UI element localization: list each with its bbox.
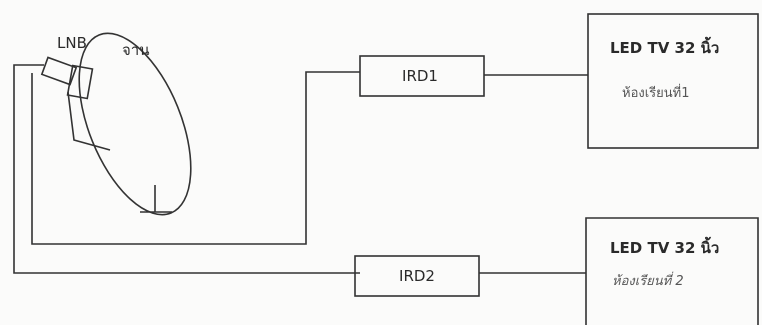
ird2-label: IRD2: [399, 267, 435, 285]
dish-label: จาน: [122, 41, 150, 59]
ird1-label: IRD1: [402, 67, 438, 85]
tv1-title: LED TV 32 นิ้ว: [610, 39, 720, 57]
tv2-title: LED TV 32 นิ้ว: [610, 239, 720, 257]
dish-mount: [140, 185, 172, 213]
tv1-room: ห้องเรียนที่1: [622, 86, 690, 101]
tv2-box: [585, 217, 759, 325]
cable-lnb-to-ird2: [13, 64, 360, 274]
ird1-box: [359, 55, 485, 97]
lnb-label: LNB: [57, 34, 87, 52]
tv2-room: ห้องเรียนที่ 2: [612, 274, 684, 289]
lnb-feedhorn: [66, 64, 94, 100]
lnb-support-arm: [67, 91, 111, 151]
tv1-box: [587, 13, 759, 149]
cable-lnb-to-ird1: [31, 71, 360, 245]
lnb-body: [40, 56, 78, 86]
satellite-dish: [78, 32, 192, 216]
ird2-box: [354, 255, 480, 297]
